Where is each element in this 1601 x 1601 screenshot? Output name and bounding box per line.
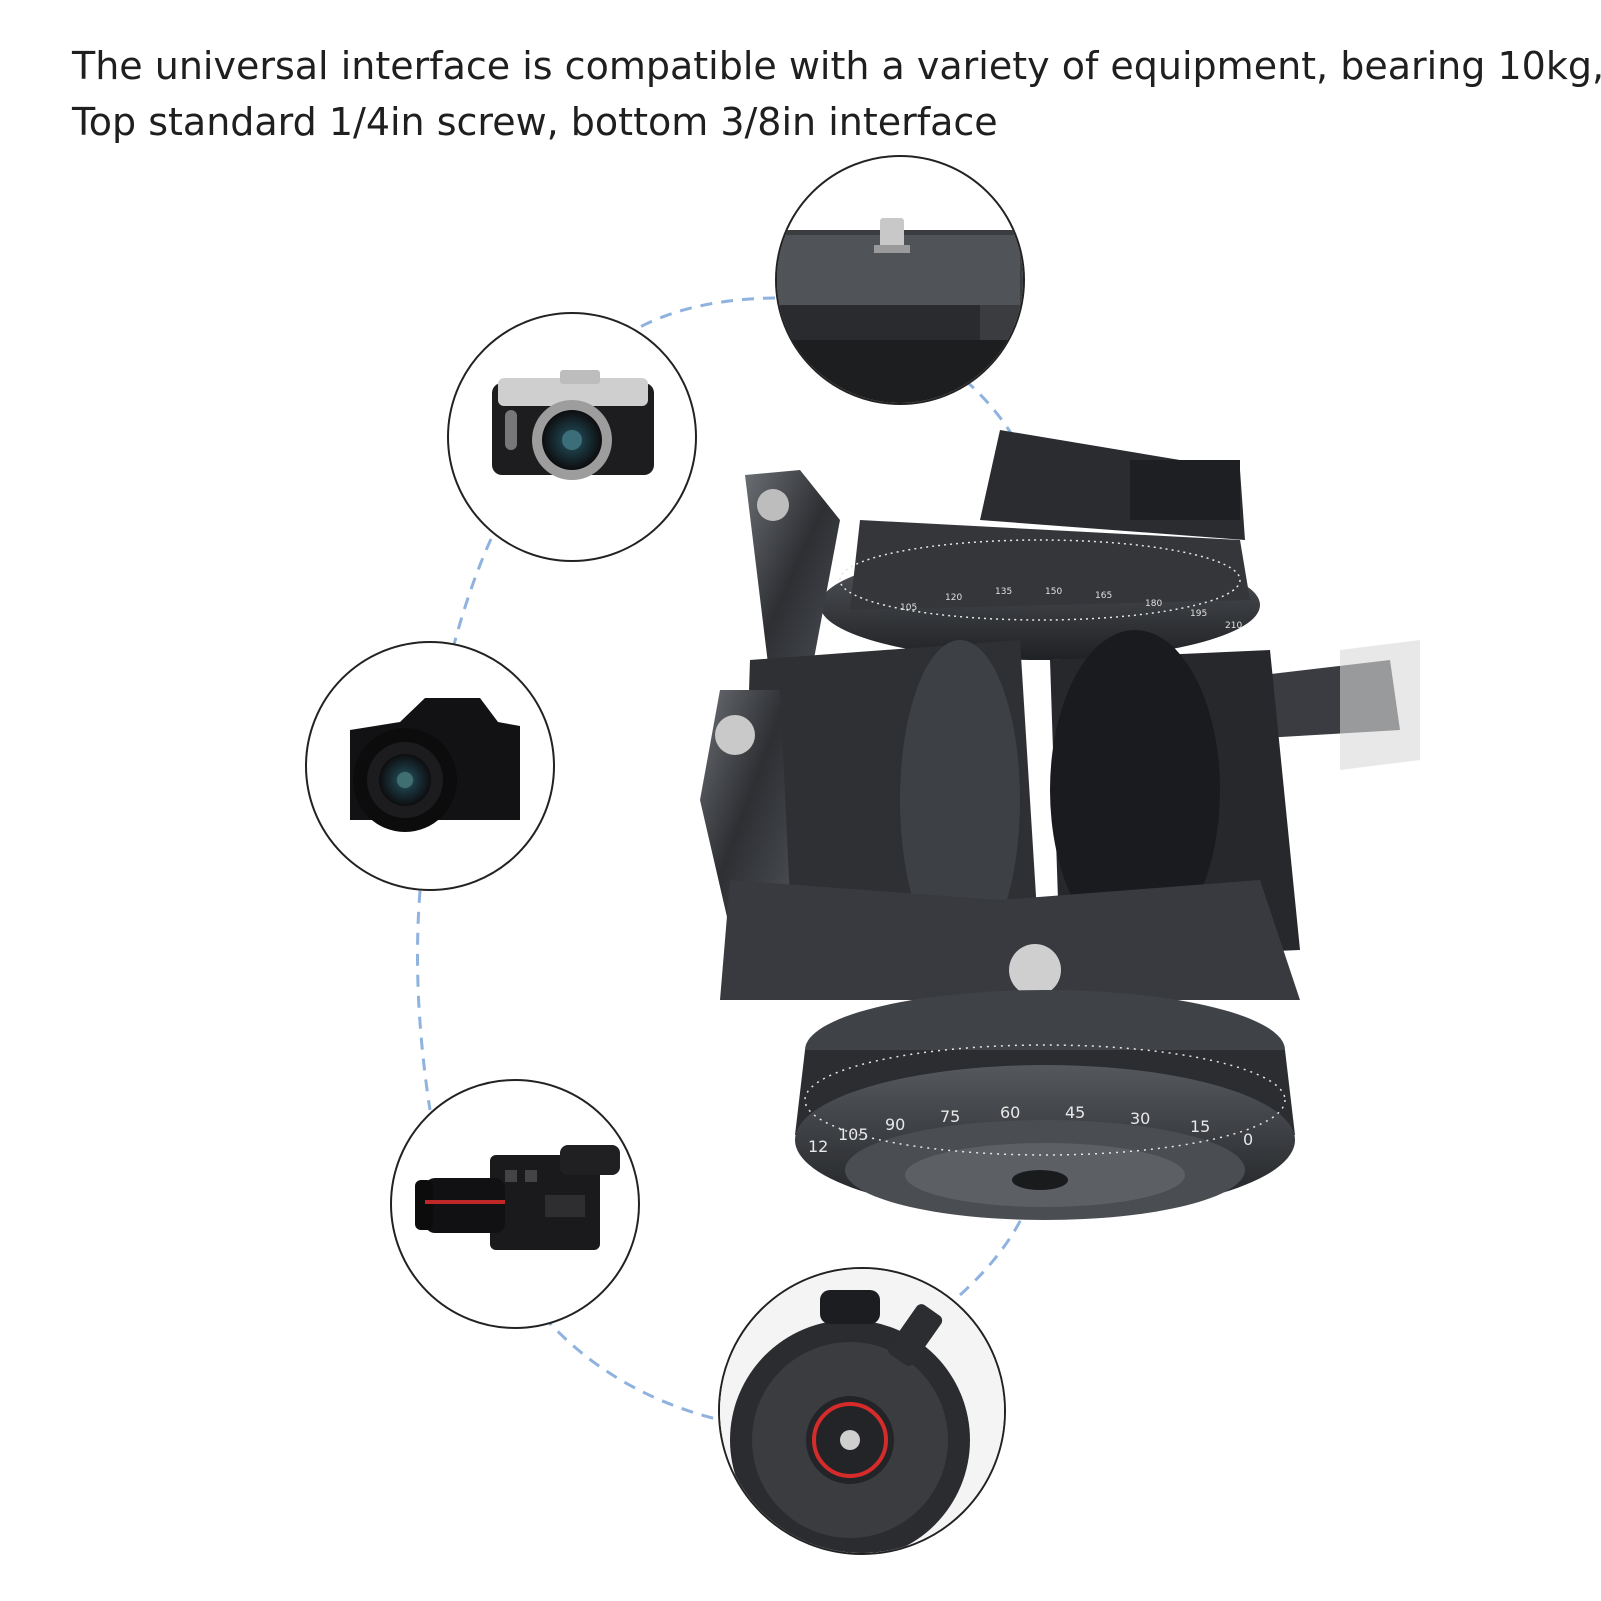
mirrorless-camera-icon — [447, 312, 697, 562]
dashed-connector — [416, 296, 1032, 1422]
tripod-ball-head-icon — [700, 430, 1490, 1220]
dslr-camera-icon — [305, 641, 555, 891]
caption: The universal interface is compatible wi… — [72, 38, 1601, 150]
top-scale-label: 150 — [1045, 587, 1062, 597]
bottom-scale-label: 90 — [885, 1115, 905, 1134]
bottom-scale-label: 15 — [1190, 1117, 1210, 1136]
bottom-scale-label: 30 — [1130, 1109, 1150, 1128]
mounting-plate-screw-icon — [775, 155, 1025, 405]
top-scale-label: 135 — [995, 587, 1012, 597]
bottom-dial-scale: 12 105 90 75 60 45 30 15 0 — [808, 1103, 1253, 1156]
caption-line-1: The universal interface is compatible wi… — [72, 44, 1601, 88]
top-dial-scale: 105 120 135 150 165 180 195 210 — [900, 587, 1242, 631]
top-scale-label: 120 — [945, 593, 962, 603]
bottom-thread-interface-icon — [718, 1267, 1006, 1555]
bottom-scale-label: 12 — [808, 1137, 828, 1156]
bottom-scale-label: 45 — [1065, 1103, 1085, 1122]
caption-line-2: Top standard 1/4in screw, bottom 3/8in i… — [72, 100, 998, 144]
top-scale-label: 165 — [1095, 591, 1112, 601]
bottom-scale-label: 60 — [1000, 1103, 1020, 1122]
cinema-camera-icon — [390, 1079, 640, 1329]
top-scale-label: 105 — [900, 603, 917, 613]
bottom-scale-label: 75 — [940, 1107, 960, 1126]
top-scale-label: 195 — [1190, 609, 1207, 619]
top-scale-label: 210 — [1225, 621, 1242, 631]
bottom-scale-label: 0 — [1243, 1130, 1253, 1149]
bottom-scale-label: 105 — [838, 1125, 869, 1144]
top-scale-label: 180 — [1145, 599, 1162, 609]
